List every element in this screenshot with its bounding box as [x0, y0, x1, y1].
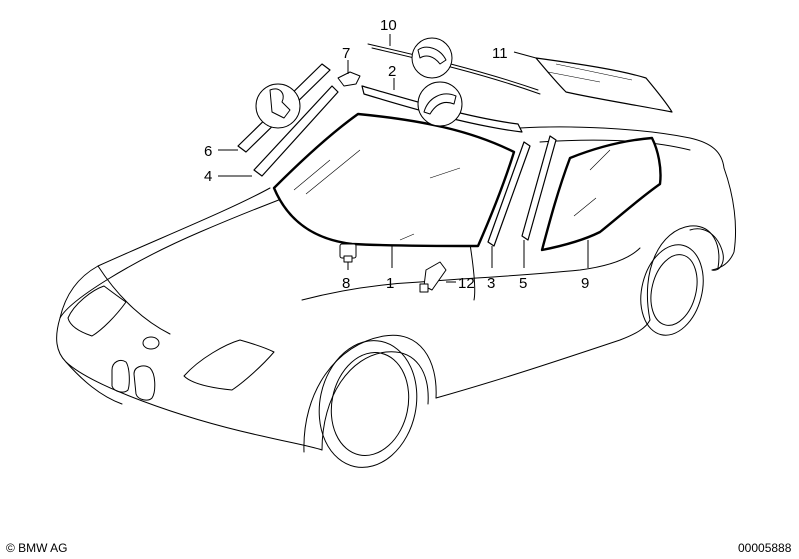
callout-11: 11 — [492, 45, 508, 62]
detail-circle-profile-a — [255, 83, 301, 129]
rear-window — [535, 57, 673, 113]
pillar-strip-3 — [487, 141, 531, 247]
side-window — [540, 136, 662, 252]
detail-circle-profile-b — [417, 81, 463, 127]
bracket-12 — [419, 261, 447, 293]
detail-circle-profile-c — [411, 37, 453, 79]
leader-lines — [218, 34, 589, 283]
callout-3: 3 — [487, 275, 495, 292]
image-number: 00005888 — [738, 541, 792, 555]
car-body-outline — [56, 126, 736, 468]
pillar-strip-5 — [521, 135, 557, 241]
callout-8: 8 — [342, 275, 350, 292]
callout-6: 6 — [204, 143, 212, 160]
callout-5: 5 — [519, 275, 527, 292]
callout-1: 1 — [386, 275, 394, 292]
clip-7 — [337, 71, 361, 87]
callout-labels: 1 2 3 4 5 6 7 8 9 10 11 12 — [204, 17, 589, 292]
callout-12: 12 — [458, 275, 475, 292]
callout-4: 4 — [204, 168, 212, 185]
windshield — [272, 112, 516, 248]
callout-7: 7 — [342, 45, 350, 62]
callout-10: 10 — [380, 17, 397, 34]
callout-9: 9 — [581, 275, 589, 292]
copyright-text: © BMW AG — [6, 541, 68, 555]
callout-2: 2 — [388, 63, 396, 80]
sensor-8 — [339, 243, 357, 263]
